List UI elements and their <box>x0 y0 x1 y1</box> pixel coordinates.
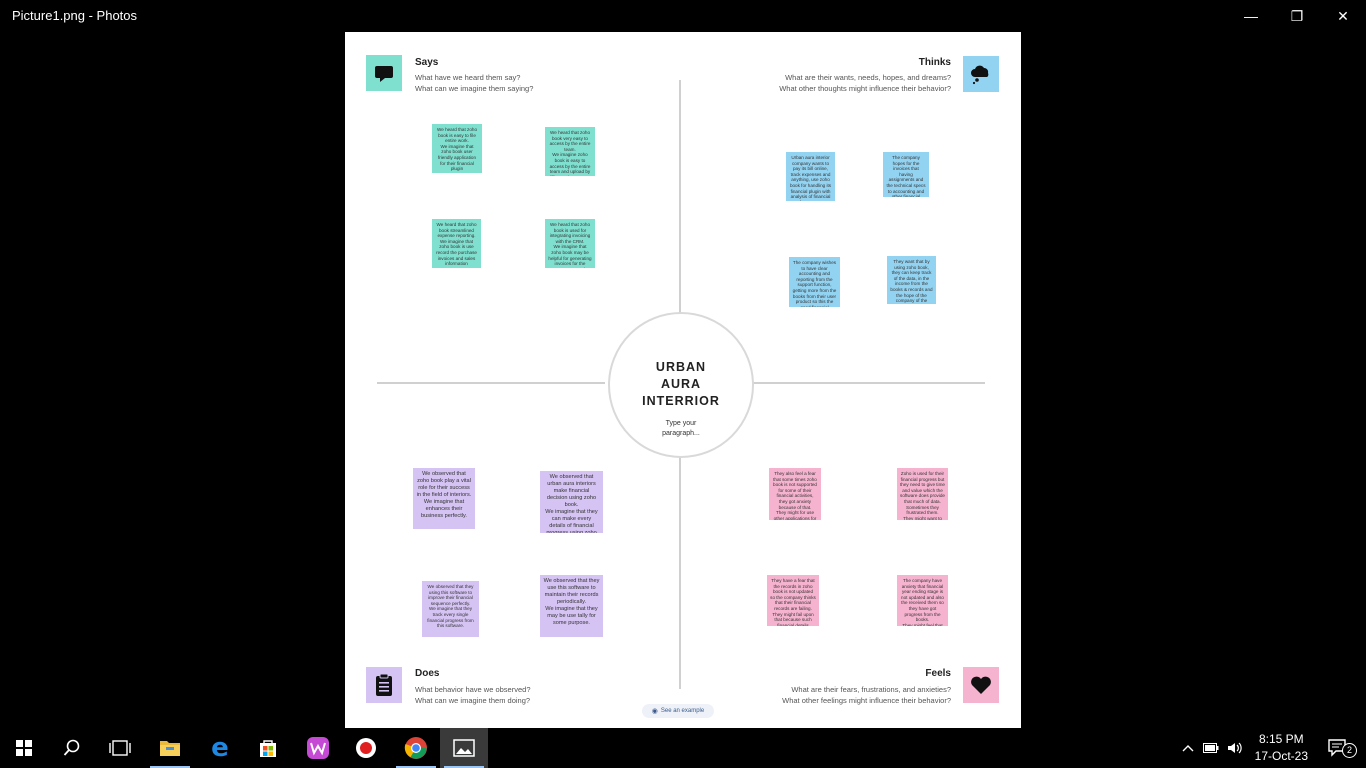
feels-note: They have a fear that the records in zoh… <box>767 575 819 626</box>
axis-line-bottom <box>679 457 681 689</box>
minimize-button[interactable]: — <box>1244 8 1258 24</box>
thinks-questions: What are their wants, needs, hopes, and … <box>779 73 951 93</box>
image-canvas: URBAN AURA INTERRIOR Type your paragraph… <box>345 32 1021 728</box>
says-note: We heard that zoho book streamlined expe… <box>432 219 481 268</box>
axis-line-right <box>753 382 985 384</box>
does-note: We observed that zoho book play a vital … <box>413 468 475 529</box>
thinks-note: Urban aura interior company wants to pay… <box>786 152 835 201</box>
battery-icon[interactable] <box>1200 728 1222 768</box>
notification-count-badge: 2 <box>1342 743 1357 758</box>
heart-icon <box>963 667 999 703</box>
photos-running-indicator <box>444 766 484 768</box>
clock-date: 17-Oct-23 <box>1254 749 1308 763</box>
chevron-up-icon[interactable] <box>1178 728 1198 768</box>
does-note: We observed that they use this software … <box>540 575 603 637</box>
says-note: We heard that zoho book is used for inte… <box>545 219 595 268</box>
chrome-icon[interactable] <box>392 728 440 768</box>
restore-button[interactable]: ❐ <box>1290 7 1304 24</box>
thought-cloud-icon <box>963 56 999 92</box>
empathy-map-center: URBAN AURA INTERRIOR Type your paragraph… <box>608 312 754 458</box>
speech-bubble-icon <box>366 55 402 91</box>
thinks-note: They want that by using zoho book, they … <box>887 256 936 304</box>
does-title: Does <box>415 668 440 679</box>
center-subtitle: Type your paragraph... <box>662 420 700 437</box>
says-note: We heard that zoho book very easy to acc… <box>545 127 595 176</box>
volume-icon[interactable] <box>1224 728 1246 768</box>
screen-recorder-icon[interactable] <box>342 728 390 768</box>
feels-note: Zoho is used for their financial progres… <box>897 468 948 520</box>
start-icon[interactable] <box>0 728 48 768</box>
says-questions: What have we heard them say? What can we… <box>415 73 534 93</box>
says-note: We heard that zoho book is easy to file … <box>432 124 482 173</box>
chrome-running-indicator <box>396 766 436 768</box>
says-title: Says <box>415 57 439 68</box>
taskbar: e 8:15 PM 17-Oct-23 2 <box>0 728 1366 768</box>
thinks-title: Thinks <box>918 57 951 68</box>
window-titlebar: Picture1.png - Photos — ❐ ✕ <box>0 0 1366 32</box>
does-note: We observed that urban aura interiors ma… <box>540 471 603 533</box>
taskbar-clock[interactable]: 8:15 PM 17-Oct-23 <box>1255 731 1308 765</box>
file-explorer-running-indicator <box>150 766 190 768</box>
photos-icon[interactable] <box>440 728 488 768</box>
feels-note: They also feel a fear that some times zo… <box>769 468 821 520</box>
task-view-icon[interactable] <box>96 728 144 768</box>
see-example-label: See an example <box>660 708 705 714</box>
window-title: Picture1.png - Photos <box>12 8 138 23</box>
feels-title: Feels <box>925 668 951 679</box>
eye-icon: ◉ <box>651 708 658 715</box>
notifications-icon[interactable]: 2 <box>1318 728 1358 768</box>
does-note: We observed that they using this softwar… <box>422 581 479 637</box>
search-icon[interactable] <box>48 728 96 768</box>
store-icon[interactable] <box>244 728 292 768</box>
file-explorer-icon[interactable] <box>146 728 194 768</box>
center-title: URBAN AURA INTERRIOR <box>642 360 720 408</box>
clipboard-icon <box>366 667 402 703</box>
clock-time: 8:15 PM <box>1258 732 1304 746</box>
axis-line-top <box>679 80 681 328</box>
see-example-button[interactable]: ◉ See an example <box>642 704 714 718</box>
edge-icon[interactable]: e <box>211 733 229 763</box>
close-button[interactable]: ✕ <box>1337 7 1349 24</box>
axis-line-left <box>377 382 605 384</box>
wps-office-icon[interactable] <box>294 728 342 768</box>
thinks-note: The company wishes to have clear account… <box>789 257 840 307</box>
feels-note: The company have anxiety that financial … <box>897 575 948 626</box>
thinks-note: The company hopes for the invoices that … <box>883 152 929 197</box>
does-questions: What behavior have we observed? What can… <box>415 685 531 705</box>
feels-questions: What are their fears, frustrations, and … <box>782 685 951 705</box>
